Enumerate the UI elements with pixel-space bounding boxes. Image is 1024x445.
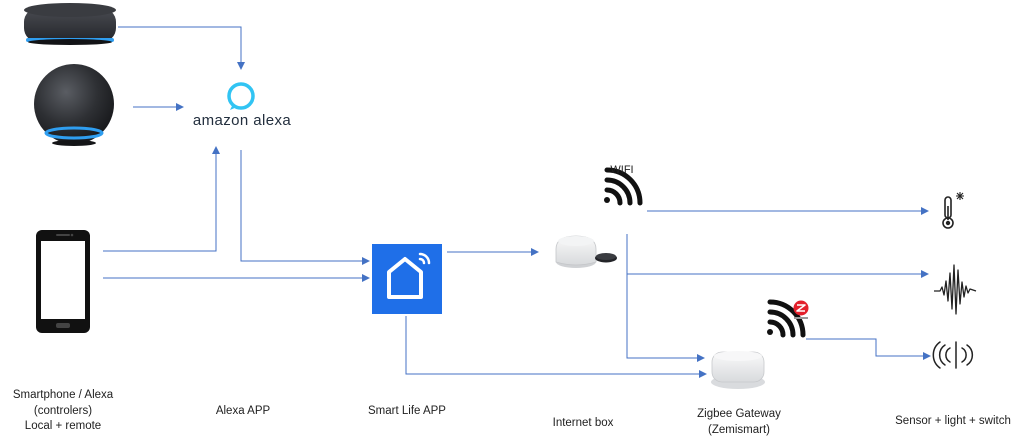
zigbee-gateway-label-line-1: Zigbee Gateway — [697, 408, 781, 420]
vibration-wave-icon — [934, 264, 977, 315]
amazon-alexa-wordmark: amazon alexa — [192, 112, 292, 129]
smartphone-label-line-1: Smartphone / Alexa — [12, 389, 114, 401]
arrow-echo-dot-to-alexa — [118, 26, 245, 70]
arrow-wifi-to-vibration — [626, 234, 929, 278]
arrow-smartphone-to-alexa — [103, 146, 220, 252]
connection-arrows — [103, 26, 931, 378]
arrow-smart-life-to-zigbee-gateway — [405, 316, 707, 378]
sensors-label: Sensor + light + switch — [895, 415, 1011, 427]
zigbee-signal-icon — [767, 299, 806, 338]
zigbee-gateway-icon — [711, 351, 765, 389]
arrow-wifi-to-zigbee-gateway — [626, 274, 705, 362]
wifi-signal-icon — [604, 167, 643, 206]
smartphone-label: Smartphone / Alexa (controlers) Local + … — [0, 388, 126, 435]
arrow-zigbee-to-switch — [806, 338, 931, 360]
amazon-alexa-logo — [227, 82, 255, 110]
arrow-alexa-to-smart-life — [240, 150, 370, 265]
zigbee-gateway-label-line-2: (Zemismart) — [708, 423, 770, 436]
zigbee-gateway-label: Zigbee Gateway (Zemismart) — [684, 407, 794, 438]
echo-dot-speaker-icon — [24, 3, 116, 45]
wifi-label: WIFI — [610, 164, 634, 176]
zigbee-logo — [793, 300, 809, 319]
switch-signal-icon — [932, 341, 974, 369]
smartphone-label-line-2: (controlers) — [33, 404, 93, 417]
internet-box-icon — [555, 235, 617, 268]
smart-life-app-icon[interactable] — [372, 244, 442, 314]
alexa-app-label: Alexa APP — [215, 405, 271, 417]
echo-dot-sphere-icon — [34, 64, 114, 146]
thermometer-icon — [942, 192, 964, 229]
internet-box-label: Internet box — [552, 417, 614, 429]
smartphone-icon — [36, 230, 90, 333]
smart-life-app-label: Smart Life APP — [368, 405, 446, 417]
smartphone-label-line-3: Local + remote — [24, 420, 102, 433]
